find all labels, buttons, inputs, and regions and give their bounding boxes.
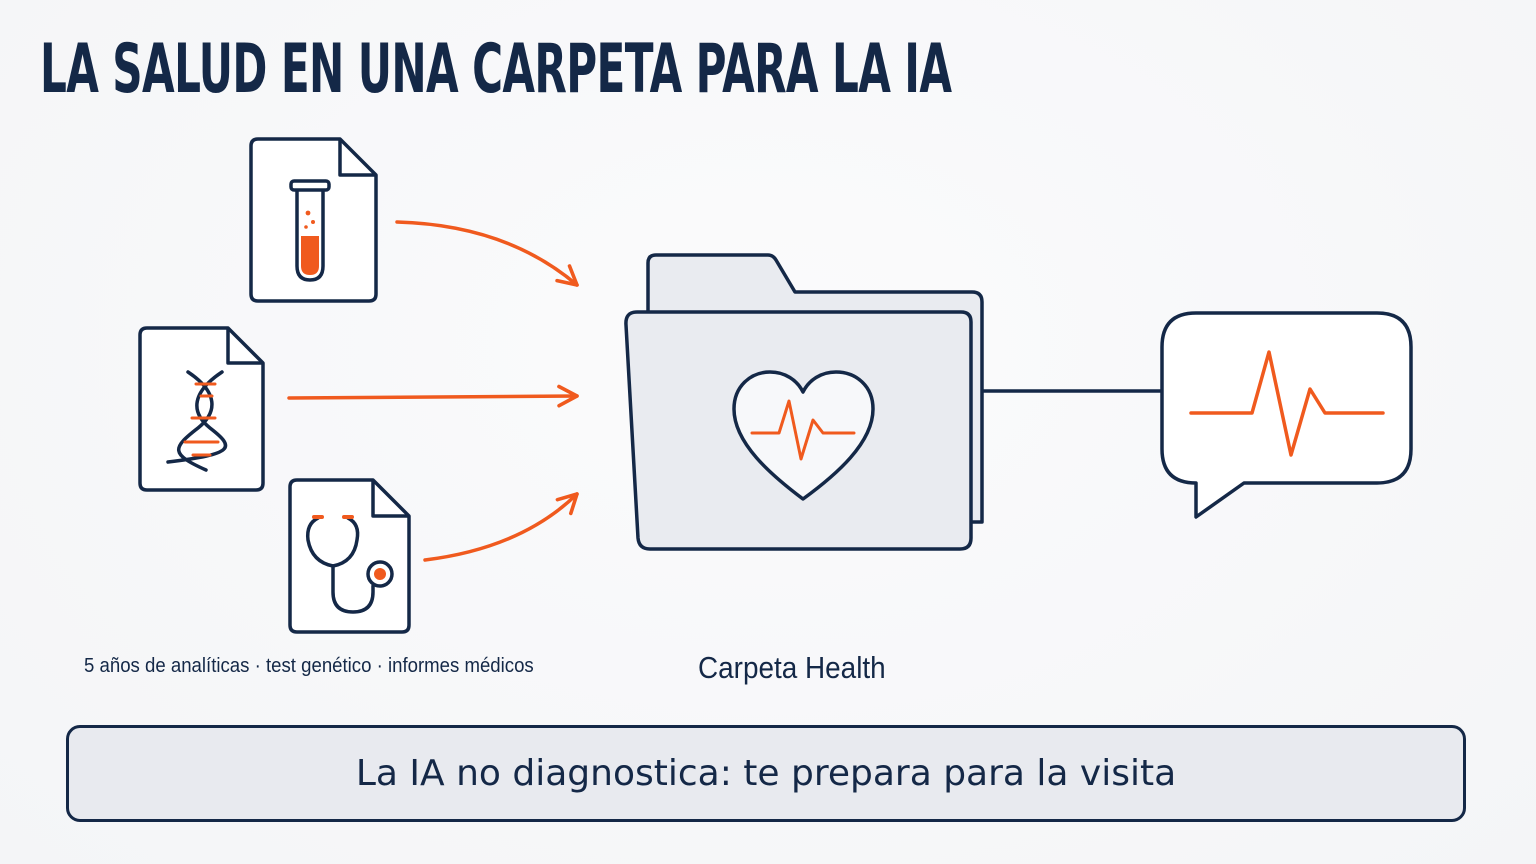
- speech-bubble-heartbeat-icon: [1160, 311, 1413, 519]
- arrow-lab-to-folder: [395, 220, 579, 287]
- lab-results-document: [249, 137, 378, 303]
- arrow-genetic-to-folder: [287, 384, 579, 408]
- folder-label: Carpeta Health: [698, 650, 886, 685]
- disclaimer-text: La IA no diagnostica: te prepara para la…: [355, 753, 1177, 794]
- arrow-reports-to-folder: [423, 492, 579, 562]
- test-tube-icon: [289, 179, 331, 282]
- genetic-test-document: [138, 326, 265, 492]
- sources-caption: 5 años de analíticas · test genético · i…: [84, 655, 534, 677]
- disclaimer-banner: La IA no diagnostica: te prepara para la…: [66, 725, 1466, 822]
- page-title: LA SALUD EN UNA CARPETA PARA LA IA: [40, 30, 952, 109]
- stethoscope-icon: [305, 515, 394, 614]
- heart-pulse-icon: [732, 370, 875, 501]
- health-folder: [624, 253, 984, 551]
- medical-reports-document: [288, 478, 411, 634]
- dna-icon: [166, 370, 228, 472]
